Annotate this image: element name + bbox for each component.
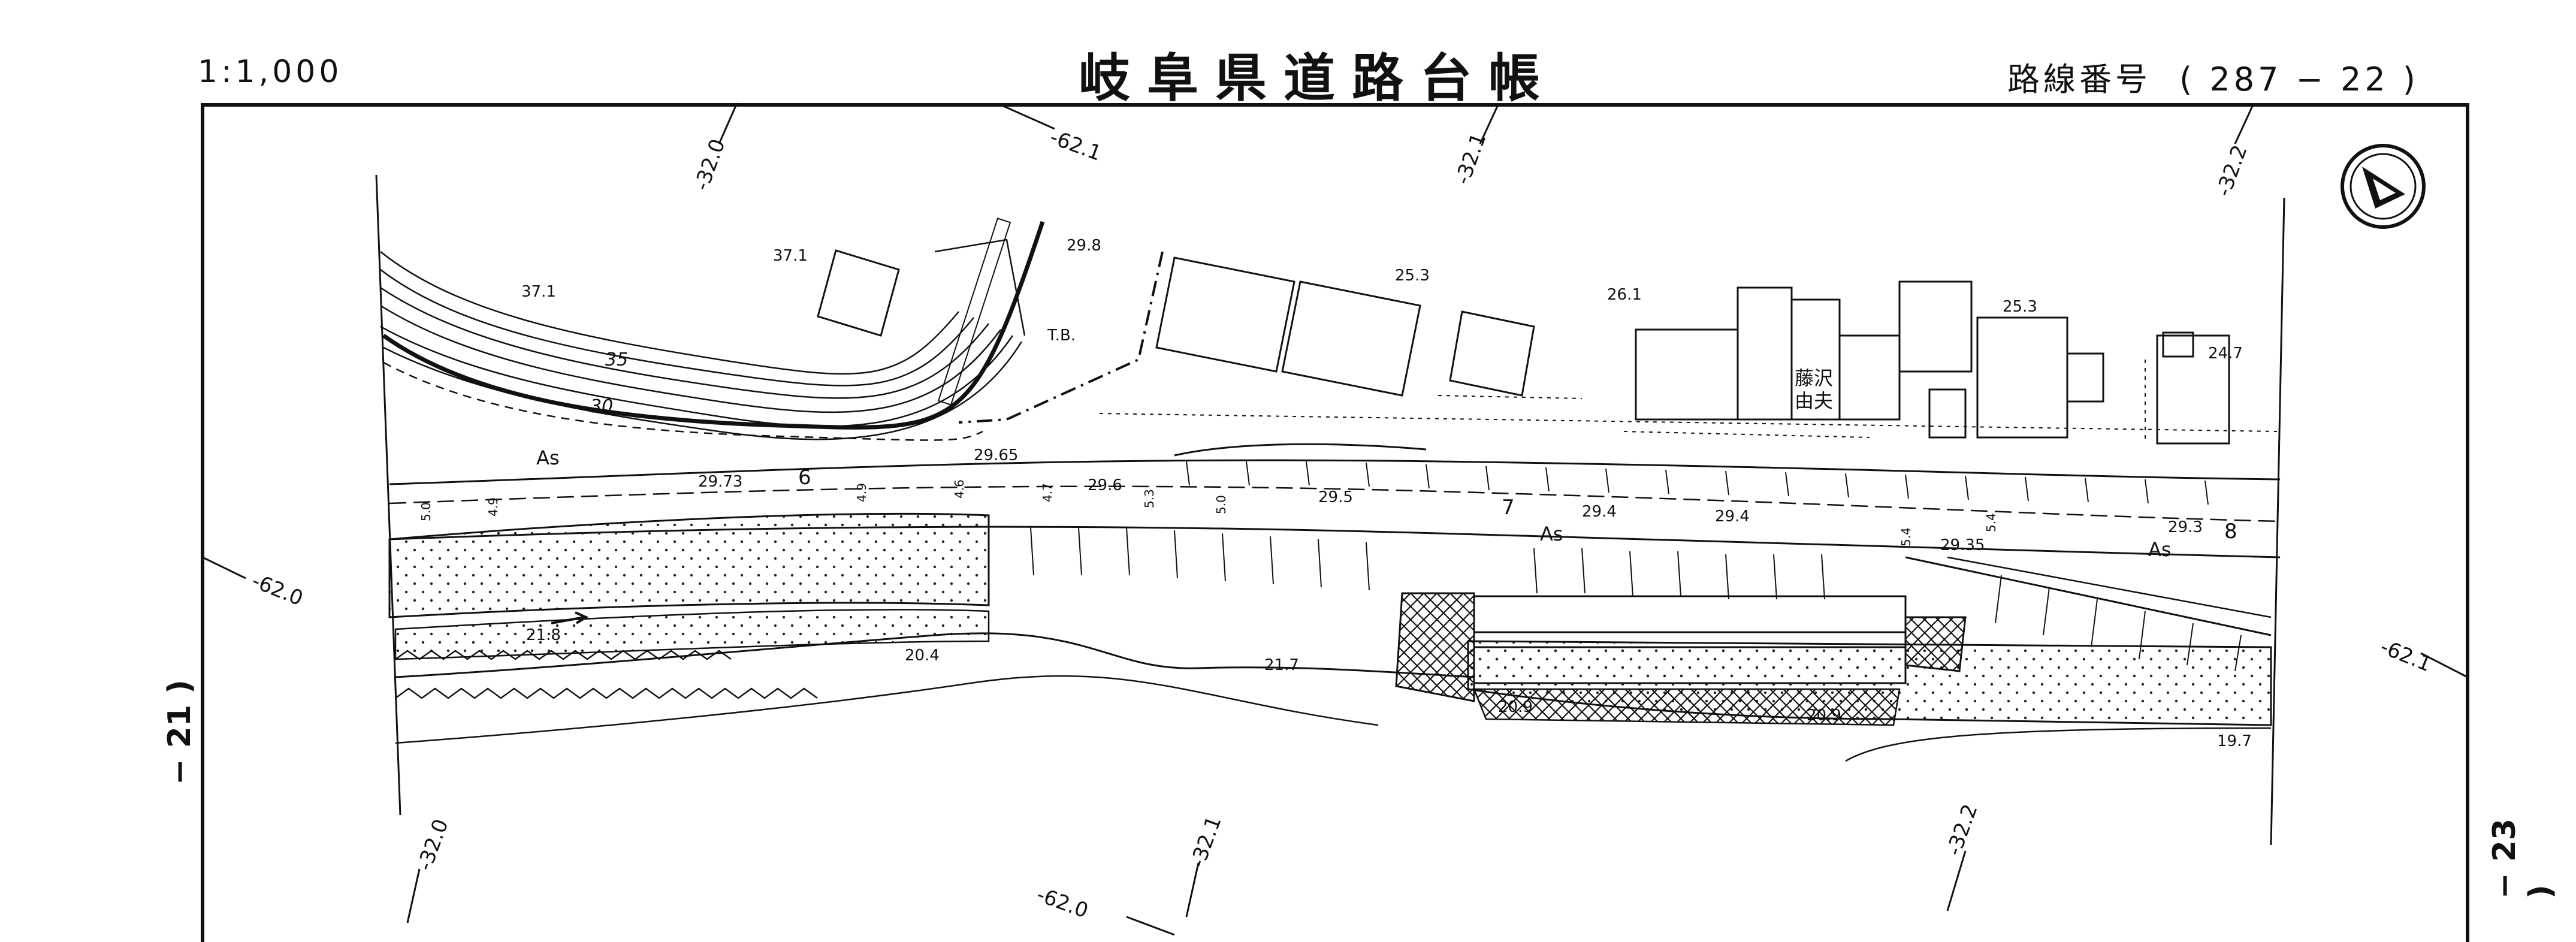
access-road	[1174, 443, 1427, 457]
route-number-value: ( 287 − 22 )	[2179, 61, 2419, 98]
river-edge-north	[395, 632, 1475, 678]
station-number: 6	[798, 466, 811, 490]
owner-name-line-2: 由夫	[1795, 390, 1833, 412]
owner-name-line-1: 藤沢	[1795, 367, 1833, 390]
surface-label: As	[536, 446, 560, 469]
grid-label-bottom-1: -32.0	[413, 816, 454, 874]
elevation-label: 29.4	[1715, 508, 1750, 526]
slope-toe-dashed	[383, 361, 983, 441]
station-number: 8	[2224, 520, 2237, 544]
side-road-diagonal	[1905, 556, 2272, 636]
road-width-label: 5.3	[1142, 489, 1156, 508]
riprap-zone	[1473, 688, 1901, 726]
sheet-frame	[201, 103, 2469, 942]
grid-label-bottom-2: -62.0	[1034, 883, 1091, 923]
river-edge-east	[1845, 727, 2272, 762]
grid-label-right: -62.1	[2377, 635, 2435, 677]
map-area-boundary-right	[2270, 197, 2285, 846]
elevation-label: 20.9	[1498, 698, 1533, 716]
benchmark-label: T.B.	[1047, 327, 1076, 345]
building-hill-house	[817, 249, 900, 337]
embankment-west	[388, 512, 990, 618]
elevation-label: 29.6	[1088, 476, 1122, 494]
elevation-label: 37.1	[521, 283, 556, 301]
grid-label-top-1: -32.0	[690, 136, 730, 194]
north-arrow-icon	[2341, 144, 2426, 229]
contour-lines	[380, 238, 1026, 440]
road-width-label: 5.0	[1214, 495, 1228, 514]
slope-zigzag	[395, 650, 732, 660]
elevation-label: 21.8	[526, 626, 561, 644]
elevation-label: 29.73	[698, 473, 742, 491]
elevation-label: 29.5	[1318, 488, 1353, 506]
grid-label-left: -62.0	[249, 569, 307, 611]
elevation-label: 25.3	[1395, 267, 1430, 285]
elevation-label: 37.1	[773, 247, 808, 265]
contour-label-30: 30	[590, 396, 613, 417]
road-width-label: 4.6	[952, 479, 967, 499]
slope-hachures	[1030, 461, 2242, 672]
flow-arrow	[551, 611, 589, 624]
elevation-label: 19.7	[2217, 732, 2252, 750]
property-line-dashdot	[958, 251, 1164, 424]
grid-label-bottom-4: -32.2	[1942, 801, 1983, 859]
road-width-label: 5.0	[419, 502, 433, 521]
side-road-diagonal-2	[1947, 556, 2272, 618]
route-number: 路線番号 ( 287 − 22 )	[2007, 53, 2419, 100]
bridge-abutment-east	[1904, 616, 1967, 672]
riverbank-band	[394, 609, 990, 660]
parcel-boundaries	[1099, 360, 2278, 443]
road-width-label: 4.9	[486, 497, 500, 517]
bridge-abutment-west	[1395, 592, 1475, 702]
elevation-label: 29.65	[974, 446, 1018, 464]
map-scale: 1:1,000	[198, 54, 343, 90]
surface-label: As	[2148, 538, 2172, 561]
bridge-deck	[1473, 595, 1907, 633]
elevation-label: 25.3	[2003, 298, 2037, 316]
grid-label-top-2: -62.1	[1047, 125, 1104, 166]
road-width-label: 5.4	[1984, 513, 1998, 532]
station-number: 7	[1502, 496, 1515, 520]
slope-zigzag-2	[395, 687, 818, 699]
elevation-label: 20.4	[905, 647, 940, 665]
elevation-label: 29.8	[1067, 237, 1101, 255]
grid-ticks	[202, 102, 2468, 936]
road-width-label: 4.9	[854, 483, 869, 502]
grid-label-top-3: -32.1	[1451, 130, 1491, 188]
elevation-label: 21.7	[1264, 656, 1299, 674]
road-edge-north	[389, 459, 2281, 485]
bridge-deck-dotted	[1473, 646, 1907, 684]
river-edge-south	[395, 675, 1379, 744]
elevation-label: 26.1	[1607, 286, 1642, 304]
elevation-label: 29.3	[2168, 518, 2203, 536]
route-number-label: 路線番号	[2007, 61, 2151, 98]
elevation-label: 29.4	[1582, 503, 1617, 521]
map-area-boundary-left	[375, 174, 401, 816]
map-title: 岐阜県道路台帳	[1079, 48, 1557, 108]
road-width-label: 4.7	[1040, 483, 1055, 502]
buildings-north	[1155, 256, 2230, 445]
grid-label-bottom-3: -32.1	[1186, 813, 1227, 871]
contour-label-35: 35	[605, 349, 628, 370]
road-centerline	[389, 485, 2281, 523]
cliff-edge	[382, 221, 1045, 430]
surface-label: As	[1540, 523, 1563, 545]
road-width-label: 5.4	[1899, 527, 1913, 547]
elevation-label: 24.7	[2208, 345, 2243, 363]
elevation-label: 29.35	[1940, 536, 1985, 554]
elevation-label: 20.9	[1807, 707, 1841, 724]
retaining-wall	[937, 218, 1011, 406]
grid-label-top-4: -32.2	[2212, 142, 2252, 200]
